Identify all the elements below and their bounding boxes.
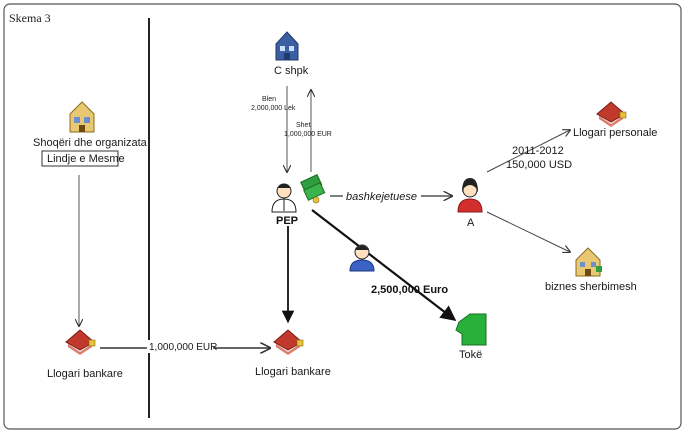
diagram-title: Skema 3 (9, 11, 51, 25)
node-shoqeri-label2: Lindje e Mesme (47, 153, 125, 165)
bank-account-icon (596, 101, 627, 127)
node-llogari-left-label: Llogari bankare (47, 368, 123, 380)
edge-blen-label2: 2,000,000 Lek (251, 105, 296, 112)
node-llogari-bankare-left: Llogari bankare (47, 329, 123, 380)
edge-bank-transfer-label: 1,000,000 EUR (149, 342, 217, 353)
person-icon (349, 244, 375, 272)
building-icon (69, 101, 95, 133)
edge-bank-transfer-label-bg (147, 340, 213, 353)
person-icon (457, 178, 483, 213)
edge-bashkejetuese-label-bg (343, 190, 421, 203)
node-c-shpk-label: C shpk (274, 65, 309, 77)
node-shoqeri-label-box (41, 150, 119, 167)
edge-euro-land (311, 209, 457, 321)
node-pep-label: PEP (276, 215, 298, 227)
node-pep: PEP (271, 174, 326, 227)
edge-a-biznes (486, 211, 570, 252)
node-a: A (457, 178, 483, 229)
edge-personale-label1: 2011-2012 (512, 145, 564, 157)
edge-euro-land-label: 2,500,000 Euro (371, 284, 448, 296)
edge-a-personale (486, 130, 570, 173)
node-c-shpk: C shpk (274, 31, 309, 77)
edge-personale-label2: 150,000 USD (506, 159, 572, 171)
land-icon (455, 313, 487, 346)
node-llogari-personale-label: Llogari personale (573, 127, 657, 139)
node-llogari-center-label: Llogari bankare (255, 366, 331, 378)
building-icon (275, 31, 299, 61)
bank-account-icon (273, 329, 304, 355)
node-biznes-label: biznes sherbimesh (545, 281, 637, 293)
node-shoqeri-label1: Shoqëri dhe organizata (33, 137, 148, 149)
node-a-label: A (467, 217, 475, 229)
node-toke: Tokë (455, 313, 487, 361)
edge-shet-label2: 1,000,000 EUR (284, 131, 332, 138)
money-icon (300, 174, 326, 204)
edge-shet-label1: Shet (296, 122, 310, 129)
person-icon (271, 183, 297, 213)
business-icon (575, 247, 602, 277)
edge-blen-label1: Blen (262, 96, 276, 103)
node-biznes: biznes sherbimesh (545, 247, 637, 293)
node-llogari-personale: Llogari personale (573, 101, 657, 139)
edge-bashkejetuese-label: bashkejetuese (346, 191, 417, 203)
diagram-frame (3, 3, 682, 430)
node-llogari-bankare-center: Llogari bankare (255, 329, 331, 378)
bank-account-icon (65, 329, 96, 355)
node-shoqeri: Shoqëri dhe organizata Lindje e Mesme (33, 101, 148, 167)
node-toke-label: Tokë (459, 349, 482, 361)
